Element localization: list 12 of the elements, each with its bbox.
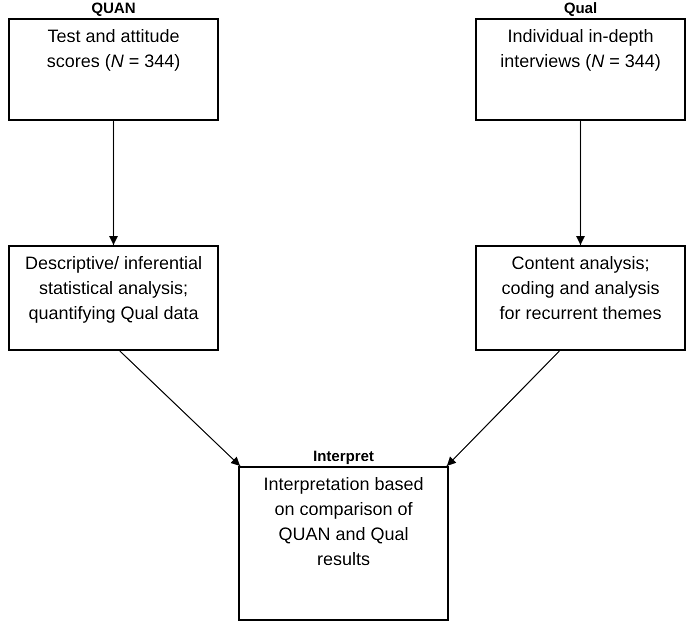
process-box: Test and attitude scores (N = 344) <box>8 18 219 121</box>
process-box: Interpretation based on comparison of QUAN and Qual results <box>238 466 449 621</box>
arrow <box>119 350 241 466</box>
box-heading: QUAN <box>90 0 137 18</box>
box-heading: Interpret <box>312 447 375 466</box>
arrow <box>446 350 560 466</box>
process-box: Content analysis; coding and analysis for recurrent themes <box>475 245 686 351</box>
process-box: Individual in-depth interviews (N = 344) <box>475 18 686 121</box>
process-box: Descriptive/ inferential statistical analysis; quantifying Qual data <box>8 245 219 351</box>
arrow <box>109 121 118 245</box>
arrow <box>576 121 585 245</box>
box-heading: Qual <box>562 0 598 18</box>
